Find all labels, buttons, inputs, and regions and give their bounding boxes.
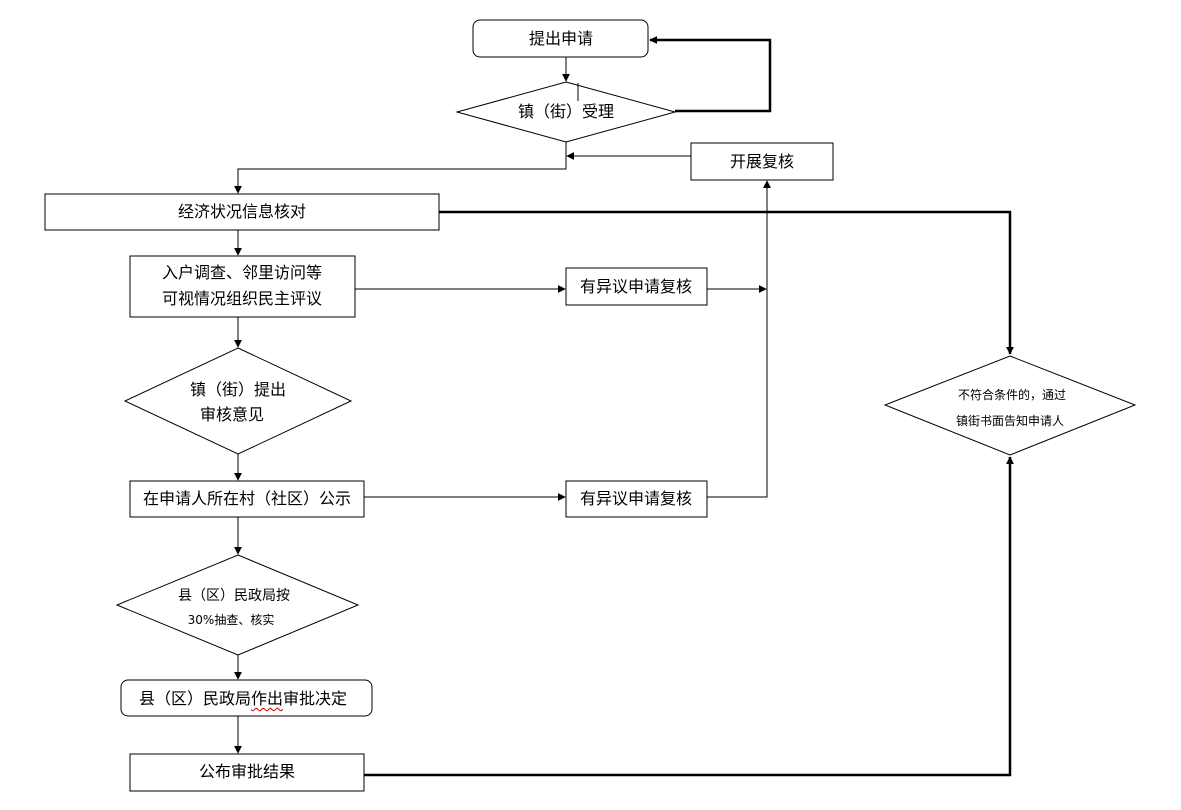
arrow-accept-return-to-submit <box>649 36 772 113</box>
publicize-box <box>129 480 365 518</box>
publicize-label: 在申请人所在村（社区）公示 <box>142 489 352 508</box>
arrow-econ-to-notify <box>439 210 1014 355</box>
objection2-label: 有异议申请复核 <box>579 489 693 508</box>
spot-check-label-line2: 30%抽查、核实 <box>187 613 275 627</box>
review-again-label: 开展复核 <box>729 152 795 171</box>
decision-label: 县（区）民政局作出审批决定 <box>139 688 347 710</box>
survey-box <box>129 255 356 318</box>
spot-check-label-line1: 县（区）民政局按 <box>178 588 290 604</box>
publish-result-box <box>129 753 365 792</box>
survey-label-line1: 入户调查、邻里访问等 <box>161 263 323 282</box>
objection1-box <box>565 267 708 306</box>
decision-label-squiggle: 作出 <box>250 689 284 708</box>
arrow-accept-to-econ-check <box>234 142 567 194</box>
survey-label-line2: 可视情况组织民主评议 <box>161 289 323 308</box>
publish-result-label: 公布审批结果 <box>198 762 296 781</box>
accept-label: 镇（街）受理 <box>517 102 615 121</box>
objection1-label: 有异议申请复核 <box>579 277 693 296</box>
submit-box <box>472 19 649 58</box>
submit-label: 提出申请 <box>528 29 594 48</box>
town-opinion-diamond <box>123 347 353 455</box>
review-again-box <box>690 142 834 181</box>
arrow-publish-to-notify <box>364 456 1014 777</box>
decision-label-pre: 县（区）民政局 <box>138 689 251 708</box>
econ-check-label: 经济状况信息核对 <box>177 202 307 221</box>
notify-label-line1: 不符合条件的，通过 <box>957 388 1067 402</box>
decision-box <box>120 679 373 717</box>
notify-diamond <box>883 355 1137 456</box>
notify-label-line2: 镇街书面告知申请人 <box>955 414 1065 428</box>
objection2-box <box>565 480 708 518</box>
town-opinion-label-line2: 审核意见 <box>199 405 265 424</box>
arrow-objection2-to-review-again <box>707 180 771 498</box>
town-opinion-label-line1: 镇（街）提出 <box>189 380 287 399</box>
decision-label-post: 审批决定 <box>283 689 348 708</box>
